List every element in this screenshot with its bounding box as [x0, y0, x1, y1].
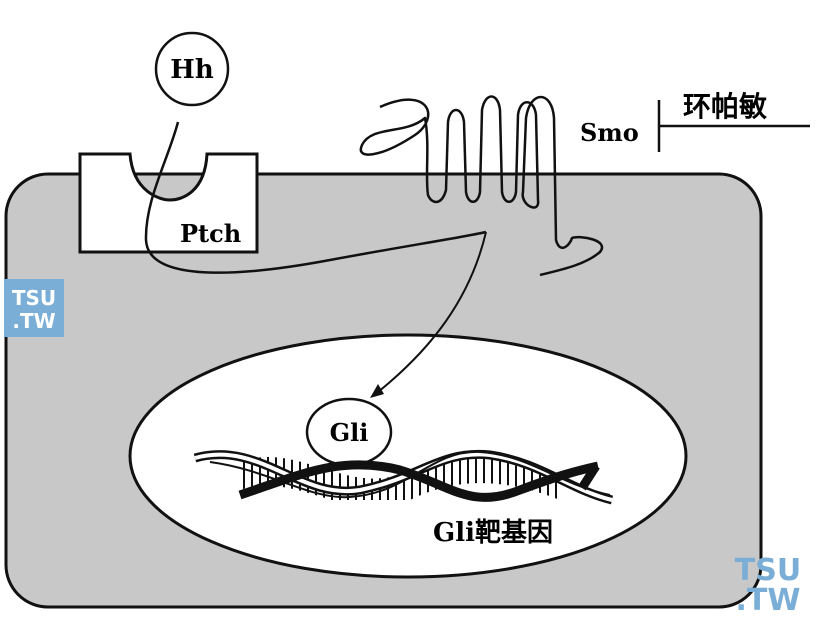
nucleus	[128, 333, 688, 579]
smo-label: Smo	[580, 118, 639, 147]
smo-receptor	[359, 95, 604, 277]
watermark-left-line2: .TW	[12, 309, 55, 333]
watermark-left: TSU .TW	[4, 279, 64, 337]
gli-label: Gli	[330, 418, 369, 447]
target-gene-label: Gli靶基因	[433, 518, 553, 548]
watermark-right-line2: .TW	[736, 583, 801, 618]
signal-arrow	[377, 231, 487, 393]
signal-arrow-head	[370, 384, 384, 398]
ptch-receptor	[78, 152, 259, 254]
hh-ligand-circle	[154, 31, 230, 107]
watermark-left-line1: TSU	[12, 286, 56, 310]
cyclopamine-label: 环帕敏	[683, 90, 767, 123]
watermark-right-line1: TSU	[735, 553, 801, 588]
ptch-label: Ptch	[180, 219, 241, 248]
hh-label: Hh	[170, 55, 214, 85]
watermark-right: TSU .TW	[735, 553, 801, 618]
hh-tail	[144, 121, 487, 274]
